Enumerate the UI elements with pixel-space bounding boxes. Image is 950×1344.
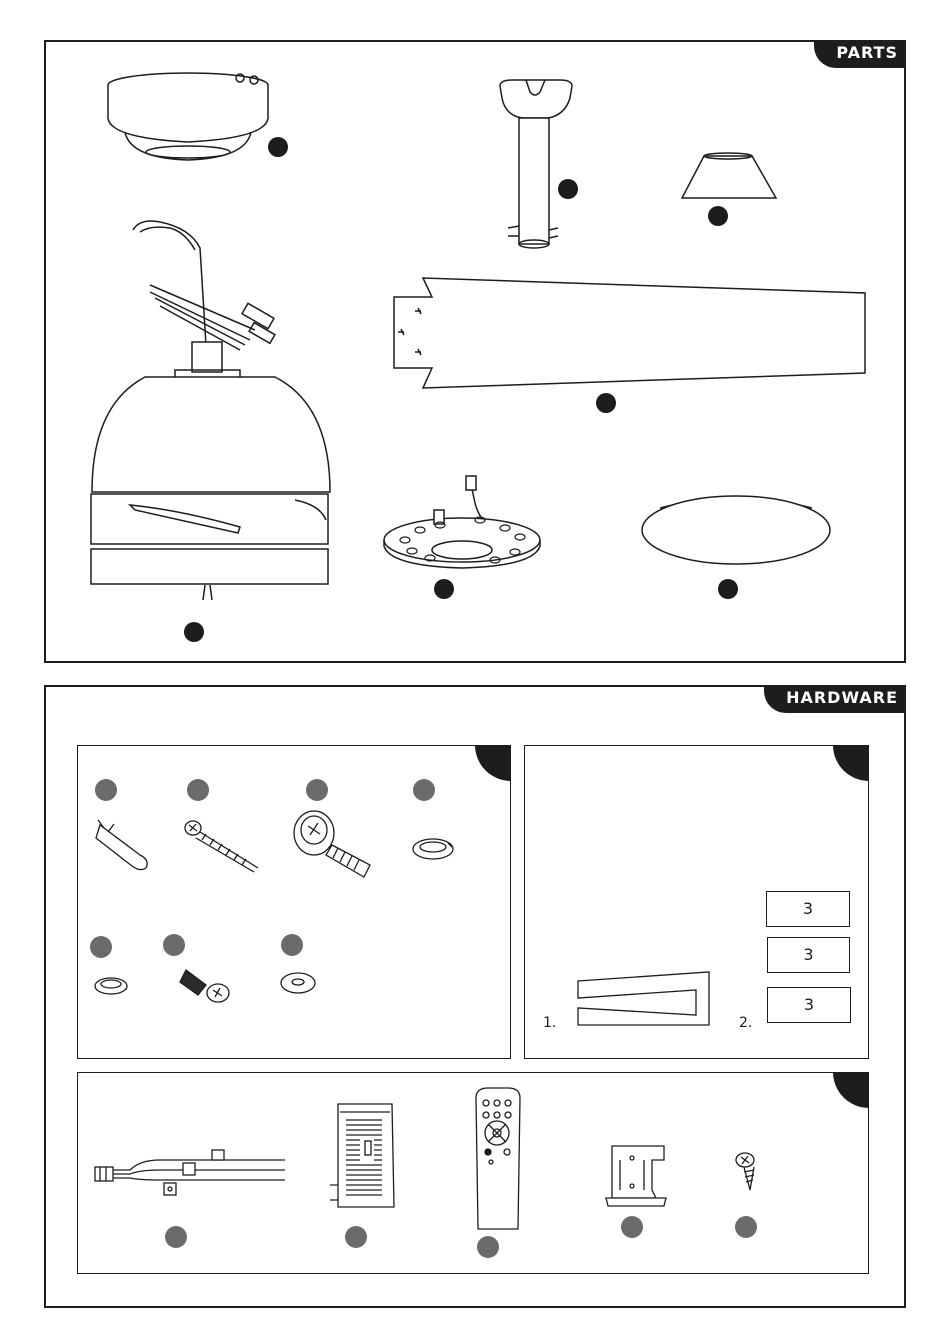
quantity-box: 3 [767, 937, 850, 973]
panel-corner-marker [475, 745, 511, 781]
led-module-icon [384, 476, 540, 568]
parts-illustrations [0, 0, 950, 670]
canopy-icon [108, 73, 268, 160]
step-label-1: 1. [543, 1015, 556, 1031]
step-label-2: 2. [739, 1015, 752, 1031]
quantity-box: 3 [767, 987, 851, 1023]
hardware-tab-label: HARDWARE [764, 685, 906, 713]
blade-icon [394, 278, 865, 388]
part-marker-6 [434, 579, 454, 599]
part-marker-1 [268, 137, 288, 157]
part-marker-3 [708, 206, 728, 226]
mounting-hardware-panel [77, 745, 511, 1059]
coupling-cover-icon [682, 153, 776, 198]
part-marker-4 [184, 622, 204, 642]
downrod-icon [500, 80, 572, 248]
part-marker-7 [718, 579, 738, 599]
quantity-box: 3 [766, 891, 850, 927]
light-cover-icon [642, 496, 830, 564]
part-marker-2 [558, 179, 578, 199]
panel-corner-marker [833, 745, 869, 781]
motor-housing-icon [91, 221, 330, 600]
panel-corner-marker [833, 1072, 869, 1108]
part-marker-5 [596, 393, 616, 413]
remote-hardware-panel [77, 1072, 869, 1274]
